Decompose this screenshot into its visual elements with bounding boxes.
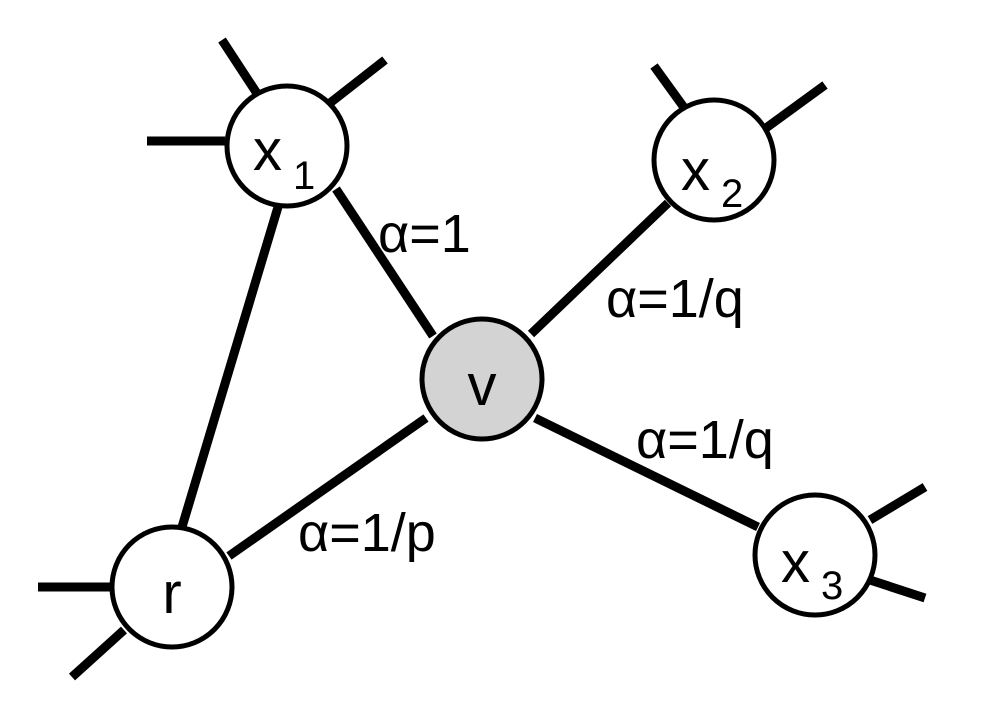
node-x1-label: x [253,118,282,183]
main-edges [177,186,760,560]
node-v-circle [419,316,545,442]
node-x2-label: x [681,138,710,203]
x2-stub-edge-top [650,63,692,116]
edge-x1-r [177,205,283,529]
node-v: v [419,316,545,442]
node-x1-subscript: 1 [293,154,315,198]
r-stub-edge-bottom-left [68,626,128,681]
edge-v-x1 [332,186,437,339]
node-r: r [109,524,235,650]
node-x3-circle [752,492,878,618]
node-x3-label: x [781,530,810,595]
node-r-circle [109,524,235,650]
node-v-label: v [468,353,497,418]
edge-label-v-x2: α=1/q [606,269,744,329]
edge-v-r [226,414,429,560]
edge-label-v-x3: α=1/q [636,410,774,470]
node-x1: x 1 [224,83,350,209]
node-r-label: r [162,561,181,626]
edge-v-x2 [527,199,672,338]
node-x3-subscript: 3 [821,564,843,608]
x3-stub-edge-top-right [867,483,928,524]
x3-stub-edge-right [868,575,927,603]
node-x2-subscript: 2 [721,172,743,216]
node-x2-circle [651,97,777,223]
x1-stub-edge-top-right [327,56,388,107]
edge-v-x3 [533,413,760,532]
x1-stub-edge-top [218,37,262,98]
edge-label-v-x1: α=1 [378,204,471,264]
node-x3: x 3 [752,492,878,618]
node-x2: x 2 [651,97,777,223]
stub-edges [38,37,928,681]
node-x1-circle [224,83,350,209]
edge-labels: α=1 α=1/q α=1/q α=1/p [298,204,774,563]
edge-label-v-r: α=1/p [298,503,436,563]
x2-stub-edge-top-right [763,81,828,132]
